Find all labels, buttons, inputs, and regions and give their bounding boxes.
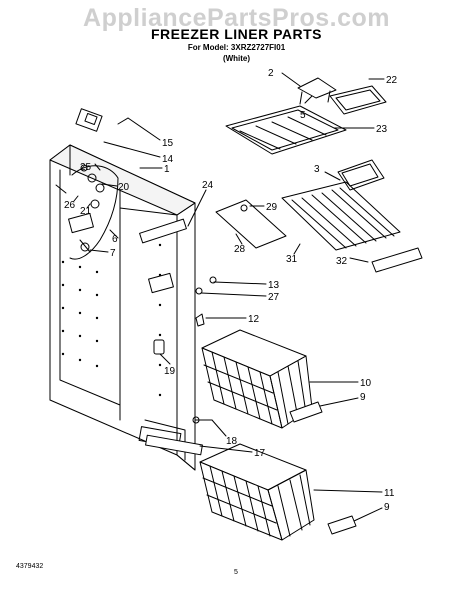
lower-trim-parts (145, 416, 213, 456)
callout-19: 19 (164, 366, 176, 377)
callout-25: 25 (80, 162, 92, 173)
trim-strip-24 (139, 218, 187, 244)
liner-wall-holes (61, 243, 162, 397)
control-housing-parts (55, 108, 129, 260)
footer-page-number: 5 (234, 569, 238, 576)
callout-22: 22 (386, 75, 398, 86)
callout-3: 3 (314, 164, 320, 175)
callout-28: 28 (234, 244, 246, 255)
callout-14: 14 (162, 154, 174, 165)
callout-20: 20 (118, 182, 130, 193)
callout-leader-lines (73, 72, 385, 522)
color-line: (White) (222, 54, 251, 63)
freezer-liner-cabinet (49, 144, 196, 471)
callout-26: 26 (64, 200, 76, 211)
callout-15: 15 (162, 138, 174, 149)
callout-6: 6 (112, 234, 118, 245)
wire-shelf-assembly (215, 181, 423, 273)
callout-17: 17 (254, 448, 266, 459)
callout-24: 24 (202, 180, 214, 191)
callout-23: 23 (376, 124, 388, 135)
callout-31: 31 (286, 254, 298, 265)
callout-27: 27 (268, 292, 280, 303)
callout-labels: 2 22 5 23 15 14 25 1 20 24 26 21 29 3 6 … (64, 68, 398, 513)
callout-5: 5 (300, 110, 306, 121)
diagram-title: FREEZER LINER PARTS (150, 26, 323, 42)
small-fasteners (148, 272, 217, 355)
top-shelf-assembly (225, 77, 387, 191)
watermark: AppliancePartsPros.com (83, 4, 390, 32)
callout-21: 21 (80, 206, 92, 217)
model-line: For Model: 3XRZ2727FI01 (187, 43, 286, 52)
callout-29: 29 (266, 202, 278, 213)
callout-12: 12 (248, 314, 260, 325)
upper-wire-basket (201, 329, 323, 429)
callout-7: 7 (110, 248, 116, 259)
callout-13: 13 (268, 280, 280, 291)
footer-part-code: 4379432 (16, 563, 44, 570)
callout-18: 18 (226, 436, 238, 447)
callout-9-lower: 9 (384, 502, 390, 513)
callout-1: 1 (164, 164, 170, 175)
callout-2: 2 (268, 68, 274, 79)
callout-11: 11 (384, 488, 395, 499)
callout-9-upper: 9 (360, 392, 366, 403)
callout-10: 10 (360, 378, 372, 389)
lower-wire-basket (199, 443, 357, 541)
callout-32: 32 (336, 256, 348, 267)
